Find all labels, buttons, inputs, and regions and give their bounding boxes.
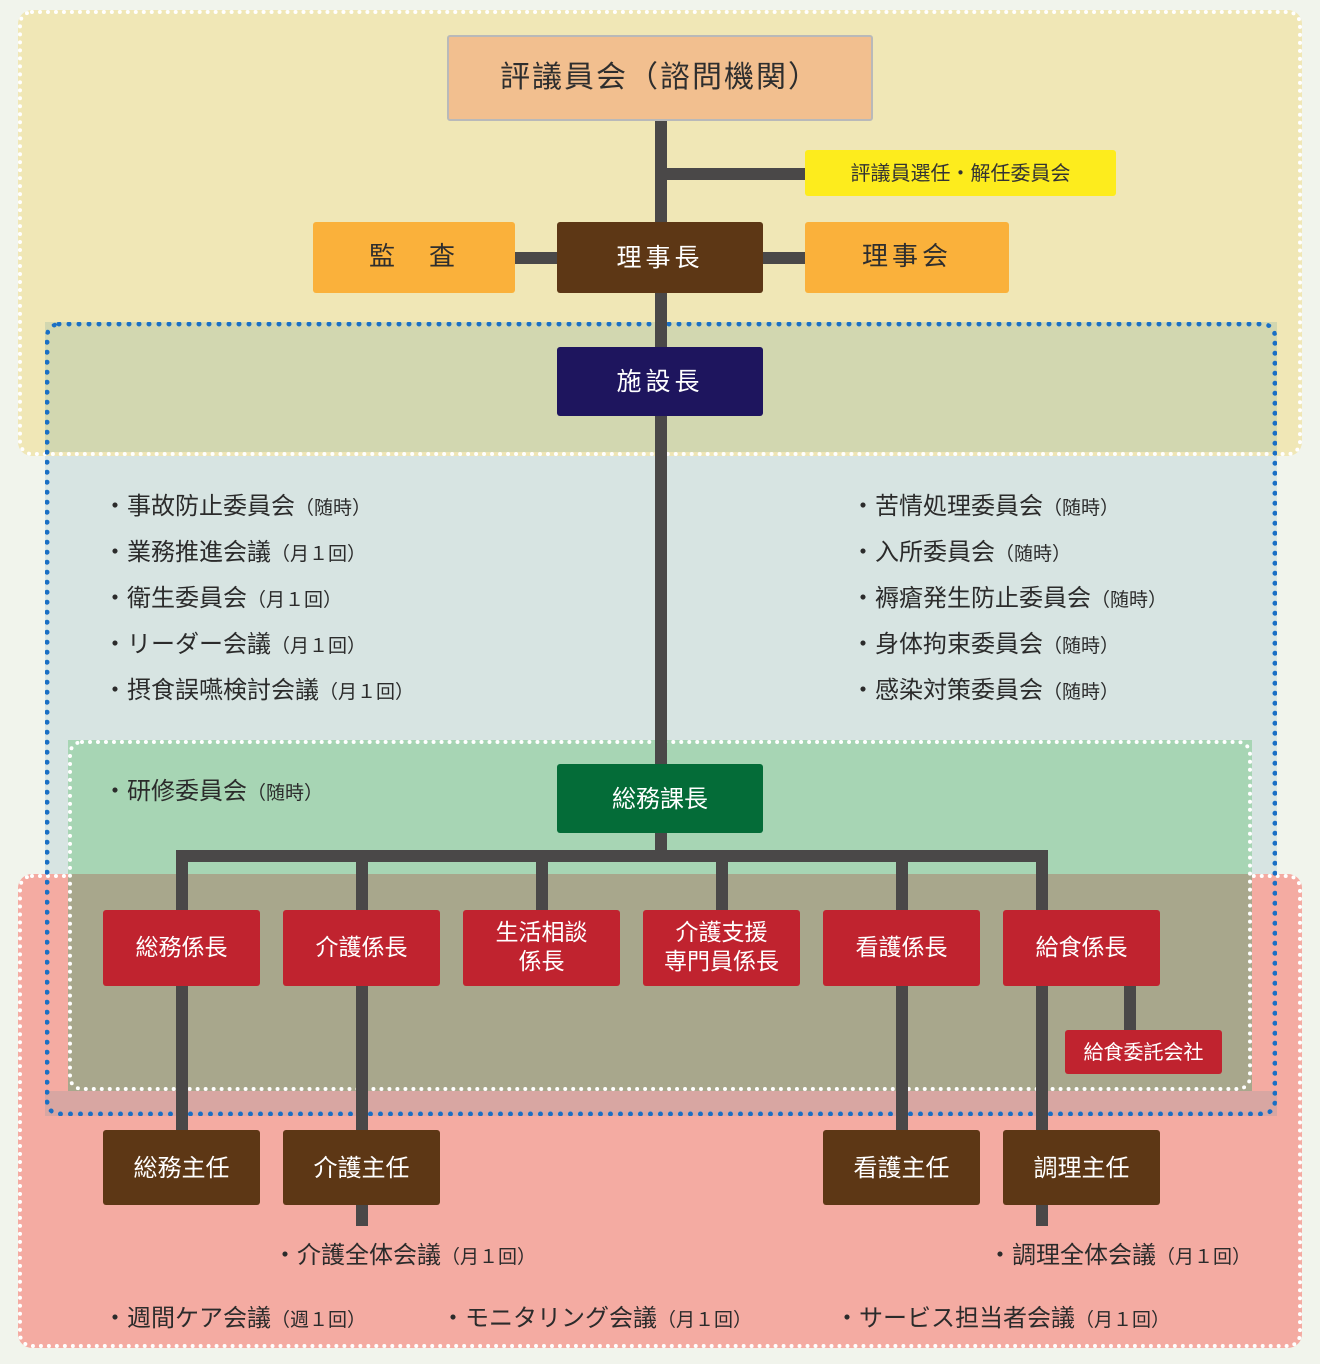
chief-care-support-box: 介護支援専門員係長 [643, 910, 800, 986]
general-manager-box: 総務課長 [557, 764, 763, 833]
chairman-box: 理事長 [557, 222, 763, 293]
council-box: 評議員会（諮問機関） [447, 35, 873, 121]
committee-right-4: ・身体拘束委員会（随時） [851, 630, 1120, 658]
meeting-care-all: ・介護全体会議（月１回） [273, 1241, 537, 1269]
chief-nursing-box: 看護係長 [823, 910, 980, 986]
supervisor-general-box: 総務主任 [103, 1130, 260, 1205]
drop-nursing [896, 850, 908, 912]
director-box: 施設長 [557, 347, 763, 416]
committee-left-5: ・摂食誤嚥検討会議（月１回） [103, 676, 415, 704]
drop-care [356, 850, 368, 912]
board-branch-line [762, 252, 806, 264]
drop-consult [536, 850, 548, 912]
selection-committee-box: 評議員選任・解任委員会 [805, 150, 1116, 196]
committee-right-5: ・感染対策委員会（随時） [851, 676, 1120, 704]
committee-right-1: ・苦情処理委員会（随時） [851, 492, 1120, 520]
selection-branch-line [667, 168, 805, 180]
drop-general [176, 850, 188, 912]
committee-left-2: ・業務推進会議（月１回） [103, 538, 367, 566]
main-trunk-line [655, 120, 667, 852]
line-catering-to-contractor [1124, 984, 1136, 1032]
drop-support [716, 850, 728, 912]
line-nursing-to-supervisor [896, 984, 908, 1132]
committee-left-4: ・リーダー会議（月１回） [103, 630, 367, 658]
line-general-to-supervisor [176, 984, 188, 1132]
supervisor-cooking-box: 調理主任 [1003, 1130, 1160, 1205]
meeting-weekly-care: ・週間ケア会議（週１回） [103, 1304, 367, 1332]
chief-catering-box: 給食係長 [1003, 910, 1160, 986]
committee-left-3: ・衛生委員会（月１回） [103, 584, 343, 612]
meeting-cooking-all: ・調理全体会議（月１回） [988, 1241, 1252, 1269]
chief-general-box: 総務係長 [103, 910, 260, 986]
supervisor-nursing-box: 看護主任 [823, 1130, 980, 1205]
supervisor-care-box: 介護主任 [283, 1130, 440, 1205]
catering-contractor-box: 給食委託会社 [1065, 1030, 1222, 1074]
chief-care-box: 介護係長 [283, 910, 440, 986]
meeting-monitoring: ・モニタリング会議（月１回） [441, 1304, 753, 1332]
committee-left-1: ・事故防止委員会（随時） [103, 492, 372, 520]
audit-box: 監 査 [313, 222, 515, 293]
committee-right-2: ・入所委員会（随時） [851, 538, 1072, 566]
meeting-service: ・サービス担当者会議（月１回） [835, 1304, 1171, 1332]
audit-branch-line [514, 252, 558, 264]
chiefs-bus-line [176, 850, 1048, 862]
committee-right-3: ・褥瘡発生防止委員会（随時） [851, 584, 1168, 612]
drop-catering [1036, 850, 1048, 912]
training-committee: ・研修委員会（随時） [103, 777, 324, 805]
board-box: 理事会 [805, 222, 1009, 293]
chief-consultation-box: 生活相談係長 [463, 910, 620, 986]
